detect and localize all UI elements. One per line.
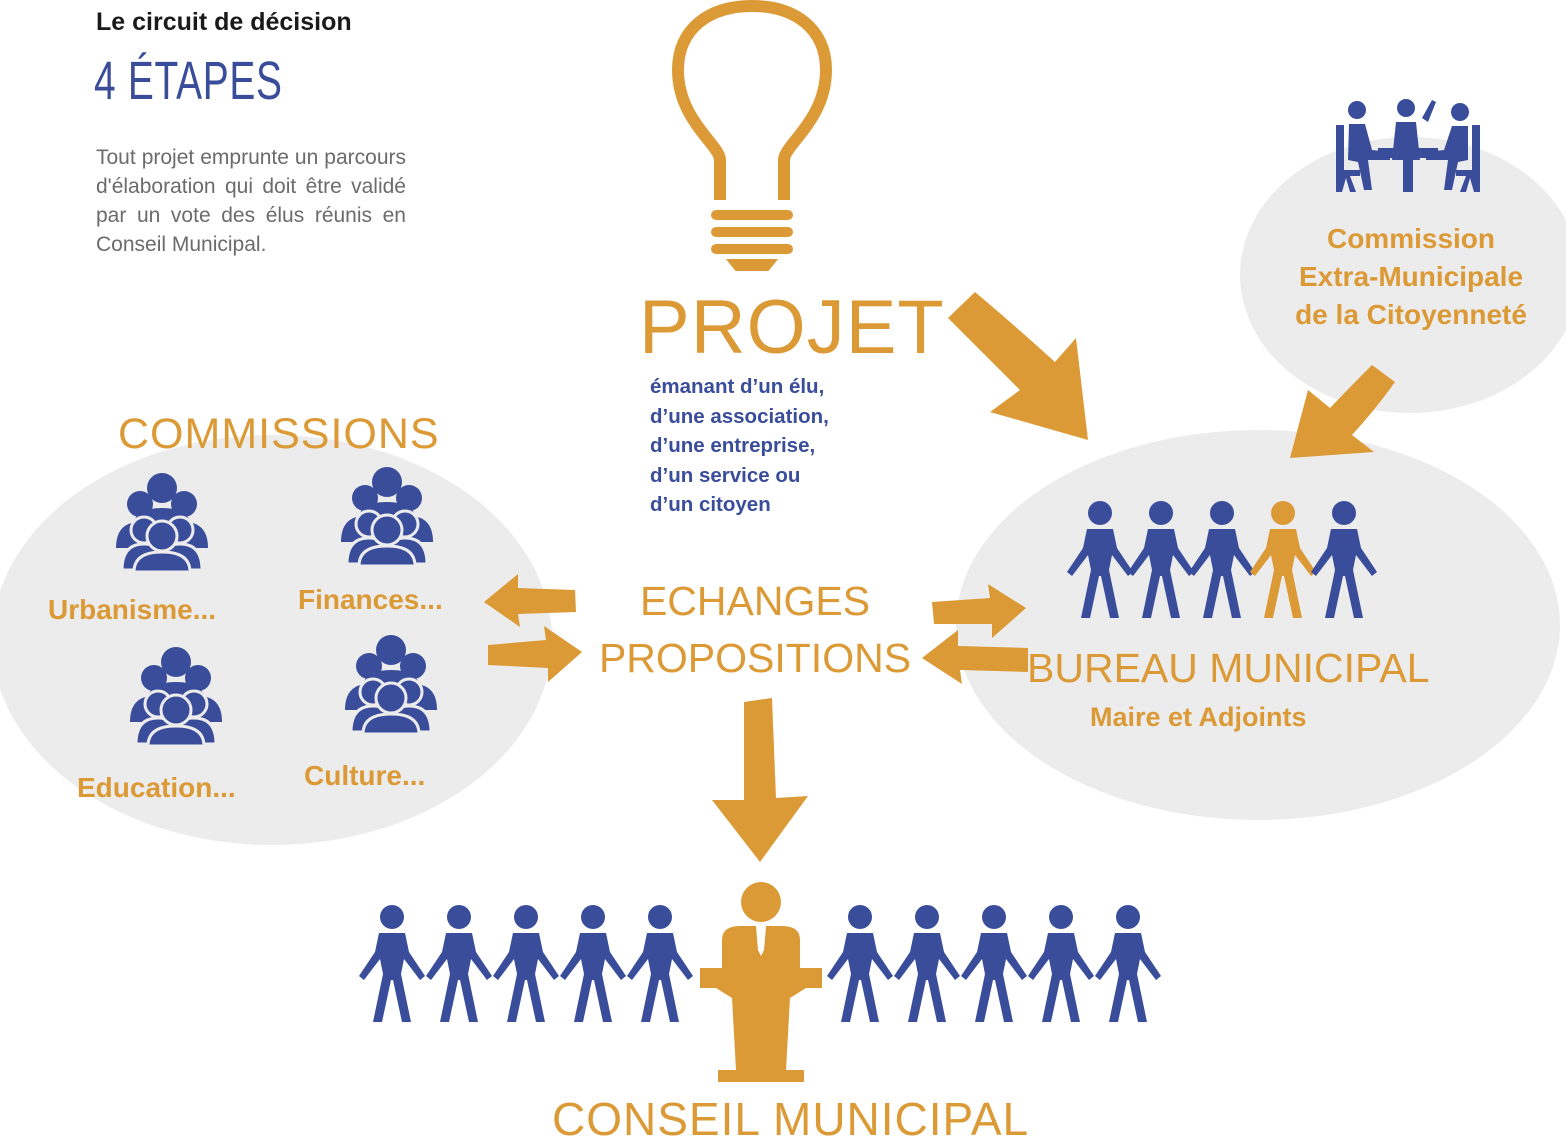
conseil-title: CONSEIL MUNICIPAL — [552, 1093, 1030, 1145]
projet-title: PROJET — [639, 285, 945, 370]
bureau-subtitle: Maire et Adjoints — [1090, 702, 1307, 732]
arrow-to-commissions-icon — [484, 574, 576, 627]
commissions-title: COMMISSIONS — [118, 410, 440, 458]
projet-description-line: d’un citoyen — [650, 493, 771, 516]
page-title: 4 ÉTAPES — [94, 51, 283, 111]
projet-description-line: d’une entreprise, — [650, 434, 816, 457]
propositions-label: PROPOSITIONS — [598, 635, 912, 681]
meeting-icon — [1336, 99, 1480, 192]
commission-label-finances: Finances... — [298, 584, 443, 615]
cemc-line: Extra-Municipale — [1298, 261, 1524, 292]
commission-label-culture: Culture... — [304, 760, 426, 791]
bureau-title: BUREAU MUNICIPAL — [1027, 645, 1430, 691]
cemc-line: Commission — [1326, 223, 1496, 254]
projet-description-line: d’une association, — [650, 404, 829, 428]
projet-description: émanant d’un élu, d’une association, d’u… — [650, 372, 910, 520]
echanges-label: ECHANGES — [639, 578, 871, 624]
bureau-bubble — [956, 430, 1560, 820]
commission-label-urbanisme: Urbanisme... — [48, 594, 217, 625]
projet-description-line: d’un service ou — [650, 463, 801, 487]
commission-label-education: Education... — [77, 772, 236, 803]
lightbulb-icon — [672, 0, 832, 271]
arrow-cemc-to-bureau-icon — [1290, 365, 1395, 458]
speaker-podium-icon — [700, 882, 822, 1082]
subtitle: Le circuit de décision — [96, 8, 352, 36]
projet-description-line: émanant d’un élu, — [650, 375, 825, 398]
arrow-from-bureau-icon — [922, 630, 1028, 684]
cemc-line: de la Citoyenneté — [1295, 299, 1527, 330]
cemc-label: Commission Extra-Municipale de la Citoye… — [1266, 220, 1556, 334]
arrow-projet-to-bureau-icon — [948, 292, 1088, 440]
cemc-bubble — [1240, 137, 1566, 413]
arrow-from-commissions-icon — [488, 626, 582, 682]
arrow-to-bureau-icon — [932, 584, 1026, 638]
intro-text: Tout projet emprunte un parcours d'élabo… — [96, 146, 406, 256]
arrow-to-conseil-icon — [712, 698, 808, 862]
